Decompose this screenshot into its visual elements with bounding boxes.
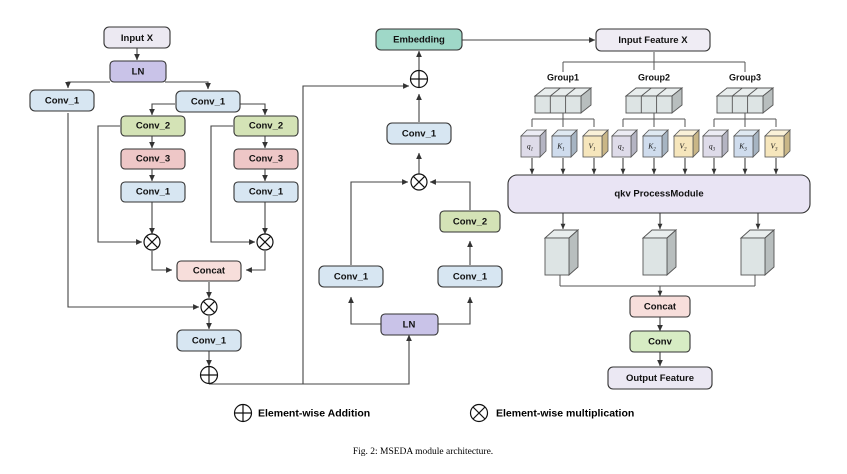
node-qkv-process-module[interactable]: qkv ProcessModule — [507, 174, 811, 214]
legend-addition: Element-wise Addition — [233, 403, 370, 423]
group-label-2: Group2 — [638, 72, 670, 82]
node-conv1-middle-top-label: Conv_1 — [402, 129, 437, 140]
node-ln-left-label: LN — [132, 67, 145, 78]
node-input-x-label: Input X — [121, 33, 154, 44]
cube-v3-label: V3 — [770, 142, 778, 153]
node-embedding-label: Embedding — [393, 35, 445, 46]
node-conv1-middle-top[interactable]: Conv_1 — [386, 122, 452, 145]
node-concat-left-label: Concat — [193, 266, 226, 277]
cube-k2-label: K2 — [647, 142, 656, 153]
node-conv-right[interactable]: Conv — [629, 330, 691, 353]
group-cubes-2 — [624, 87, 684, 114]
output-cube-2 — [641, 228, 678, 277]
node-branch-b-conv3-label: Conv_3 — [249, 154, 283, 165]
node-conv1-left-out-label: Conv_1 — [192, 336, 227, 347]
node-qkv-process-module-label: qkv ProcessModule — [614, 189, 703, 200]
node-conv2-middle[interactable]: Conv_2 — [439, 210, 501, 233]
node-branch-b-conv1-label: Conv_1 — [249, 187, 284, 198]
node-conv-right-label: Conv — [648, 337, 672, 348]
right-branch-edges — [462, 37, 779, 367]
group-label-3: Group3 — [729, 72, 761, 82]
node-ln-middle-label: LN — [403, 320, 416, 331]
cube-k1: K1 — [551, 129, 578, 158]
node-output-feature[interactable]: Output Feature — [607, 366, 713, 390]
node-branch-a-conv1-label: Conv_1 — [136, 187, 171, 198]
node-embedding[interactable]: Embedding — [375, 28, 463, 51]
node-input-feature-label: Input Feature X — [618, 35, 688, 46]
cube-v2: V2 — [673, 129, 700, 158]
group-label-1: Group1 — [547, 72, 579, 82]
node-conv1-top[interactable]: Conv_1 — [175, 90, 241, 113]
cube-v1: V1 — [582, 129, 609, 158]
cube-k3: K3 — [733, 129, 760, 158]
op-add-middle — [409, 69, 429, 89]
node-branch-b-conv2[interactable]: Conv_2 — [233, 115, 299, 137]
op-multiply-middle — [410, 173, 428, 191]
node-conv1-middle-right-label: Conv_1 — [453, 272, 488, 283]
node-concat-right[interactable]: Concat — [629, 295, 691, 318]
cube-q2-label: q2 — [618, 142, 625, 153]
cube-q3-label: q3 — [709, 142, 716, 153]
node-branch-a-conv2[interactable]: Conv_2 — [120, 115, 186, 137]
group-cubes-3 — [715, 87, 775, 114]
op-multiply-branch-b — [256, 233, 274, 251]
op-multiply-branch-a — [143, 233, 161, 251]
node-conv1-skip[interactable]: Conv_1 — [29, 89, 95, 112]
cube-v3: V3 — [764, 129, 791, 158]
left-branch-edges — [65, 48, 268, 367]
cube-q2: q2 — [611, 129, 638, 158]
node-concat-left[interactable]: Concat — [176, 260, 242, 282]
node-branch-a-conv3[interactable]: Conv_3 — [120, 148, 186, 170]
figure-caption: Fig. 2: MSEDA module architecture. — [353, 447, 493, 457]
op-add-left-out — [199, 365, 219, 385]
cube-k3-label: K3 — [738, 142, 747, 153]
node-branch-a-conv1[interactable]: Conv_1 — [120, 181, 186, 203]
legend-multiplication: Element-wise multiplication — [469, 403, 634, 423]
legend-addition-label: Element-wise Addition — [258, 407, 370, 419]
node-ln-middle[interactable]: LN — [380, 313, 439, 336]
group-cubes-1 — [533, 87, 593, 114]
node-concat-right-label: Concat — [644, 302, 677, 313]
node-branch-a-conv2-label: Conv_2 — [136, 121, 170, 132]
node-branch-b-conv2-label: Conv_2 — [249, 121, 283, 132]
cube-k2: K2 — [642, 129, 669, 158]
node-conv2-middle-label: Conv_2 — [453, 217, 487, 228]
node-output-feature-label: Output Feature — [626, 373, 694, 384]
output-cube-1 — [543, 228, 580, 277]
node-conv1-middle-left[interactable]: Conv_1 — [318, 265, 384, 288]
cube-k1-label: K1 — [556, 142, 565, 153]
node-conv1-middle-right[interactable]: Conv_1 — [437, 265, 503, 288]
cube-q1: q1 — [520, 129, 547, 158]
node-conv1-top-label: Conv_1 — [191, 97, 226, 108]
node-input-x[interactable]: Input X — [103, 26, 171, 49]
cube-v2-label: V2 — [679, 142, 687, 153]
node-branch-a-conv3-label: Conv_3 — [136, 154, 170, 165]
node-branch-b-conv1[interactable]: Conv_1 — [233, 181, 299, 203]
op-multiply-left-merge — [200, 298, 218, 316]
node-ln-left[interactable]: LN — [109, 60, 167, 83]
node-branch-b-conv3[interactable]: Conv_3 — [233, 148, 299, 170]
output-cube-3 — [739, 228, 776, 277]
node-input-feature[interactable]: Input Feature X — [595, 28, 711, 52]
cube-q3: q3 — [702, 129, 729, 158]
node-conv1-middle-left-label: Conv_1 — [334, 272, 369, 283]
node-conv1-skip-label: Conv_1 — [45, 96, 80, 107]
middle-branch-edges — [209, 50, 473, 385]
cube-q1-label: q1 — [527, 142, 533, 153]
legend-multiplication-label: Element-wise multiplication — [496, 407, 634, 419]
node-conv1-left-out[interactable]: Conv_1 — [176, 329, 242, 352]
cube-v1-label: V1 — [588, 142, 595, 153]
